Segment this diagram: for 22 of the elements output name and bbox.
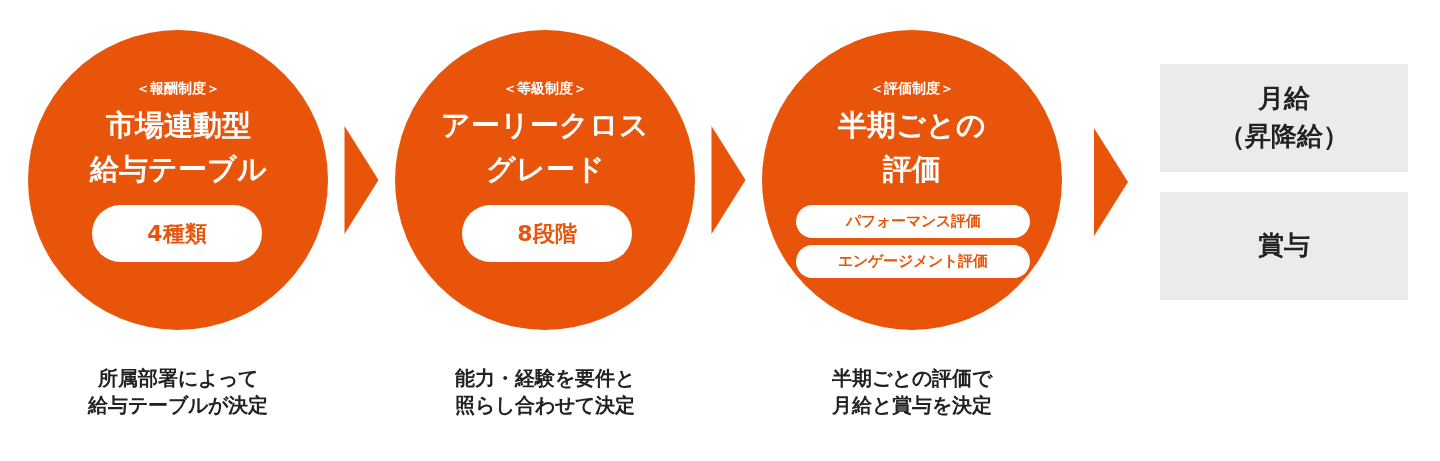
tag-pill (796, 205, 1030, 238)
title-text: 半期ごとの評価 (837, 107, 987, 188)
title-text: アーリークロスグレード (440, 107, 650, 188)
category-label: ＜等級制度＞ (503, 79, 587, 98)
chevron-arrow (1094, 128, 1128, 236)
tag-pill (796, 245, 1030, 278)
description-text: 能力・経験を要件と照らし合わせて決定 (454, 365, 636, 419)
description-text: 所属部署によって給与テーブルが決定 (86, 365, 269, 419)
result-text: 月給（昇降給） (1218, 82, 1350, 153)
chevron-arrow (711, 126, 746, 234)
tag-text: パフォーマンス評価 (845, 210, 981, 232)
title-text: 市場連動型給与テーブル (88, 107, 268, 188)
description-text: 半期ごとの評価で月給と賞与を決定 (831, 365, 994, 419)
tag-pill (92, 205, 262, 262)
result-text: 賞与 (1257, 229, 1311, 263)
tag-text: 4種類 (147, 219, 207, 248)
tag-text: 8段階 (517, 219, 577, 248)
tag-text: エンゲージメント評価 (838, 250, 988, 272)
category-label: ＜報酬制度＞ (136, 79, 220, 98)
chevron-arrow (344, 126, 379, 234)
category-label: ＜評価制度＞ (870, 79, 954, 98)
tag-pill (462, 205, 632, 262)
